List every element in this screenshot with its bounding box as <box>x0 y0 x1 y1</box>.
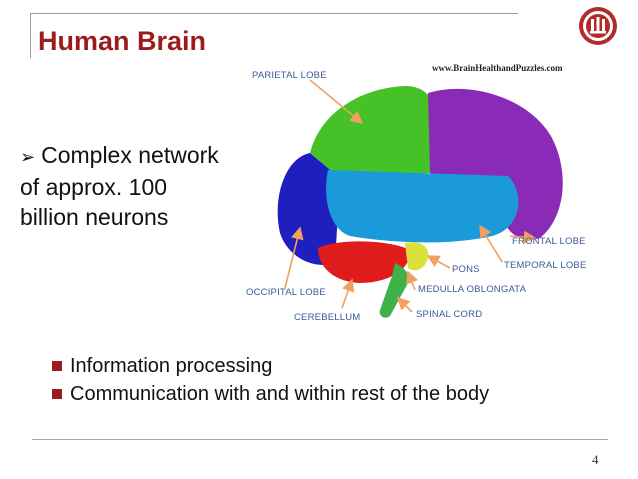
title-top-rule <box>30 13 518 14</box>
label-parietal-lobe: PARIETAL LOBE <box>252 70 327 81</box>
parietal-lobe-shape <box>310 86 435 178</box>
label-temporal-lobe: TEMPORAL LOBE <box>504 260 587 271</box>
temporal-arrow <box>479 224 503 263</box>
sub-bullet-text: Information processing <box>70 355 273 377</box>
square-bullet-icon <box>52 361 62 371</box>
arrow-bullet-icon: ➢ <box>20 147 36 167</box>
cerebellum-arrow <box>341 278 355 309</box>
sub-bullet-item: Information processing <box>52 352 489 380</box>
medulla-arrow <box>406 270 419 291</box>
sub-bullet-text: Communication with and within rest of th… <box>70 383 490 405</box>
brain-illustration <box>277 79 563 318</box>
square-bullet-icon <box>52 389 62 399</box>
frontal-arrow <box>509 230 537 244</box>
pons-arrow <box>426 255 451 269</box>
label-spinal-cord: SPINAL CORD <box>416 309 483 320</box>
brain-diagram: PARIETAL LOBE FRONTAL LOBE TEMPORAL LOBE… <box>240 58 600 328</box>
main-bullet: ➢Complex network of approx. 100 billion … <box>20 140 225 232</box>
parietal-arrow <box>309 79 364 125</box>
cerebellum-shape <box>318 241 411 283</box>
sub-bullet-list: Information processing Communication wit… <box>52 352 489 408</box>
label-medulla-oblongata: MEDULLA OBLONGATA <box>418 284 527 295</box>
frontal-lobe-shape <box>428 88 563 240</box>
spinal-cord-shape <box>379 263 409 318</box>
label-frontal-lobe: FRONTAL LOBE <box>512 236 586 247</box>
page-number: 4 <box>592 452 599 467</box>
footer-rule <box>32 439 608 440</box>
sub-bullet-item: Communication with and within rest of th… <box>52 380 489 408</box>
label-occipital-lobe: OCCIPITAL LOBE <box>246 287 326 298</box>
main-bullet-text: Complex network of approx. 100 billion n… <box>20 142 219 230</box>
temporal-lobe-shape <box>326 170 519 243</box>
university-seal-icon <box>579 7 617 45</box>
label-cerebellum: CEREBELLUM <box>294 312 361 323</box>
title-left-rule <box>30 13 31 58</box>
label-pons: PONS <box>452 264 480 275</box>
occipital-arrow <box>284 226 304 289</box>
slide-title: Human Brain <box>38 26 207 56</box>
spinal-arrow <box>396 296 413 313</box>
pons-shape <box>405 242 429 271</box>
image-credit: www.BrainHealthandPuzzles.com <box>432 63 563 73</box>
